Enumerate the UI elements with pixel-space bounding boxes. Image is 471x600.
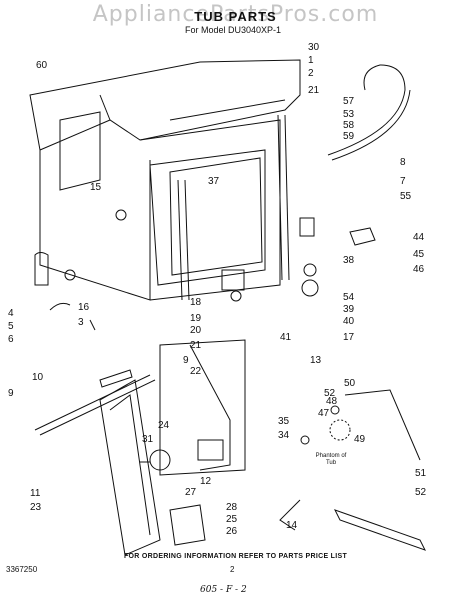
callout: 48: [326, 396, 338, 407]
callout: 50: [344, 378, 356, 389]
callout: 3: [78, 317, 84, 328]
callout: 6: [8, 334, 14, 345]
callout: 31: [142, 434, 154, 445]
revision-code: 605 - F - 2: [200, 585, 247, 595]
access-panel: [159, 339, 246, 476]
tub-front-frame: [139, 119, 281, 301]
callout: 58: [343, 120, 355, 131]
spray-arm-bar: [99, 369, 133, 388]
right-gasket-strip: [277, 114, 283, 281]
callout: 60: [36, 60, 48, 71]
callout: 52: [415, 487, 427, 498]
callout: 44: [413, 232, 425, 243]
callout: 49: [354, 434, 366, 445]
callout: 10: [32, 372, 44, 383]
callout: 18: [190, 297, 202, 308]
callout: 47: [318, 408, 330, 419]
callout: 37: [208, 176, 220, 187]
callout: 14: [286, 520, 298, 531]
callout: 39: [343, 304, 355, 315]
callout: 2: [308, 68, 314, 79]
callout: 21: [308, 85, 320, 96]
callout: 28: [226, 502, 238, 513]
callout: 51: [415, 468, 427, 479]
lower-support-bracket: [99, 379, 161, 556]
callout: 17: [343, 332, 355, 343]
callout: 13: [310, 355, 322, 366]
callout: 26: [226, 526, 238, 537]
callout: 35: [278, 416, 290, 427]
callout: 7: [400, 176, 406, 187]
callout: 22: [190, 366, 202, 377]
callout: 1: [308, 55, 314, 66]
diagram-title: TUB PARTS: [194, 9, 277, 24]
callout: 11: [30, 488, 41, 499]
tub-outer-shell: [29, 59, 301, 151]
callout: 19: [190, 313, 202, 324]
document-number: 3367250: [6, 565, 38, 574]
callout: 21: [190, 340, 202, 351]
callout: 5: [8, 321, 14, 332]
callout: 16: [78, 302, 90, 313]
tub-inner-frame: [149, 149, 266, 286]
callout: 27: [185, 487, 197, 498]
callout: 45: [413, 249, 425, 260]
phantom-of-tub-label: Phantom of Tub: [315, 453, 347, 466]
callout: 12: [200, 476, 212, 487]
callout: 23: [30, 502, 42, 513]
callout: 40: [343, 316, 355, 327]
callout: 20: [190, 325, 202, 336]
diagram-subtitle: For Model DU3040XP-1: [185, 25, 282, 35]
page-number: 2: [230, 565, 235, 574]
callout: 54: [343, 292, 355, 303]
callout: 46: [413, 264, 425, 275]
callout: 24: [158, 420, 170, 431]
inlet-hose: [327, 64, 406, 156]
callout: 55: [400, 191, 412, 202]
callout: 9: [183, 355, 189, 366]
callout: 15: [90, 182, 102, 193]
callout: 38: [343, 255, 355, 266]
callout-labels: 60 30 1 2 21 57 53 58 59 8 7 55 15 37 44…: [8, 42, 427, 537]
callout: 30: [308, 42, 320, 53]
tub-side-panel: [39, 150, 151, 301]
tub-door-gasket: [169, 157, 263, 276]
heating-element: [333, 509, 427, 551]
callout: 57: [343, 96, 355, 107]
ordering-info-footer: FOR ORDERING INFORMATION REFER TO PARTS …: [123, 553, 348, 560]
callout: 41: [280, 332, 292, 343]
left-gasket-strip: [177, 179, 183, 301]
callout: 34: [278, 430, 290, 441]
callout: 25: [226, 514, 238, 525]
callout: 4: [8, 308, 14, 319]
callout: 59: [343, 131, 355, 142]
callout: 53: [343, 109, 355, 120]
callout: 9: [8, 388, 14, 399]
callout: 8: [400, 157, 406, 168]
callout: 52: [324, 388, 336, 399]
